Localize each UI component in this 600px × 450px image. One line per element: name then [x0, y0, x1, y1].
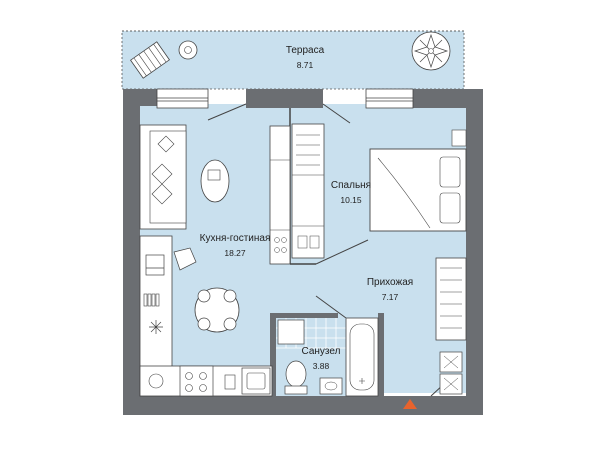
room-label-hallway: Прихожая 7.17 [355, 277, 425, 303]
room-area: 18.27 [224, 248, 246, 258]
desk-chair [173, 247, 197, 271]
door-swings [207, 103, 445, 397]
closet-kitchen [269, 125, 291, 265]
room-name: Терраса [285, 45, 325, 56]
chair-icon [130, 41, 170, 79]
plant-icon [411, 31, 451, 71]
room-label-bedroom: Спальня 10.15 [316, 180, 386, 206]
entrance-marker-icon [403, 399, 417, 409]
room-name: Спальня [330, 180, 372, 191]
coffee-table [200, 159, 230, 203]
room-label-terrace: Терраса 8.71 [270, 45, 340, 71]
sofa [139, 124, 187, 230]
room-area: 10.15 [340, 195, 362, 205]
room-name: Прихожая [366, 277, 414, 288]
walls [123, 89, 483, 415]
room-label-kitchen-living: Кухня-гостиная 18.27 [180, 233, 290, 259]
closet-bedroom [291, 123, 325, 259]
room-area: 8.71 [296, 60, 314, 70]
bathroom-floor [276, 317, 379, 397]
hallway-racks [439, 351, 463, 395]
windows [156, 88, 414, 109]
room-area: 3.88 [312, 361, 330, 371]
dining-table [194, 287, 240, 333]
room-name: Санузел [301, 346, 341, 357]
side-table-icon [178, 40, 198, 60]
room-area: 7.17 [381, 292, 399, 302]
bed [369, 129, 467, 232]
hallway-wardrobe [435, 257, 467, 341]
terrace [121, 30, 465, 90]
room-name: Кухня-гостиная [199, 233, 271, 244]
kitchen-appliances [139, 365, 273, 397]
room-label-bathroom: Санузел 3.88 [291, 346, 351, 372]
